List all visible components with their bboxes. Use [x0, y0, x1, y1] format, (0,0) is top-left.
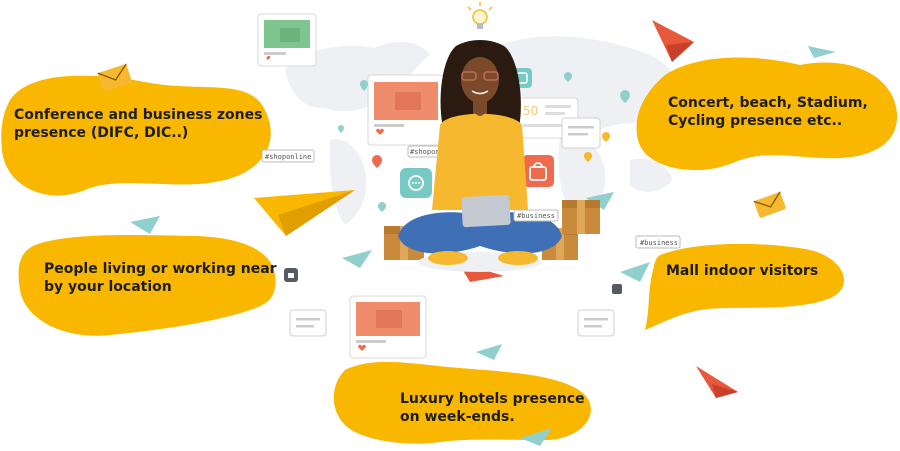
lightbulb-icon — [467, 2, 493, 29]
blob-hotels — [333, 361, 591, 444]
heart-icon — [376, 128, 384, 135]
hashtag-shoponline: #shoponline — [265, 153, 311, 161]
paper-plane-icon — [130, 216, 160, 234]
map-pin-icon — [338, 125, 344, 133]
envelope-icon — [97, 63, 132, 92]
mall-text: Mall indoor visitors — [666, 263, 819, 279]
paper-plane-icon — [808, 46, 836, 58]
lock-icon — [284, 268, 298, 282]
blob-concert — [636, 57, 898, 171]
message-card-right — [561, 117, 601, 149]
hashtag-business-laptop: #business — [517, 212, 555, 220]
map-pin-icon — [584, 152, 592, 162]
paper-plane-icon — [652, 20, 694, 62]
concert-text: Concert, beach, Stadium,Cycling presence… — [668, 95, 868, 130]
social-card-top — [257, 13, 317, 67]
chat-bubble-icon — [400, 168, 432, 198]
social-card-mid — [367, 74, 445, 146]
blob-people-near — [18, 234, 276, 336]
envelope-icon — [753, 191, 786, 218]
paper-plane-icon — [254, 190, 355, 236]
message-card-left — [289, 309, 327, 337]
paper-plane-icon — [620, 262, 650, 282]
map-pin-icon — [564, 72, 572, 82]
map-pin-icon — [372, 155, 382, 168]
message-card-lower-right — [577, 309, 615, 337]
blob-conference — [1, 75, 271, 196]
paper-plane-icon — [696, 366, 738, 398]
map-pin-icon — [620, 90, 630, 103]
box-tag-label: 50 — [523, 104, 538, 118]
paper-plane-icon — [520, 428, 552, 446]
paper-plane-icon — [342, 250, 372, 268]
woman-figure: #business — [398, 40, 562, 272]
map-pin-icon — [360, 80, 368, 91]
social-card-bottom — [349, 295, 427, 359]
shopping-bag-icon — [522, 155, 554, 187]
map-pin-icon — [378, 202, 386, 212]
lock-icon — [612, 284, 622, 294]
blob-mall — [645, 243, 845, 330]
map-pin-icon — [602, 132, 610, 142]
hashtag-shoponline-small: #shoponline — [410, 148, 456, 156]
paper-plane-icon — [476, 344, 502, 360]
heart-icon — [266, 55, 271, 60]
hashtag-business-right: #business — [640, 239, 678, 247]
heart-icon — [358, 344, 366, 351]
